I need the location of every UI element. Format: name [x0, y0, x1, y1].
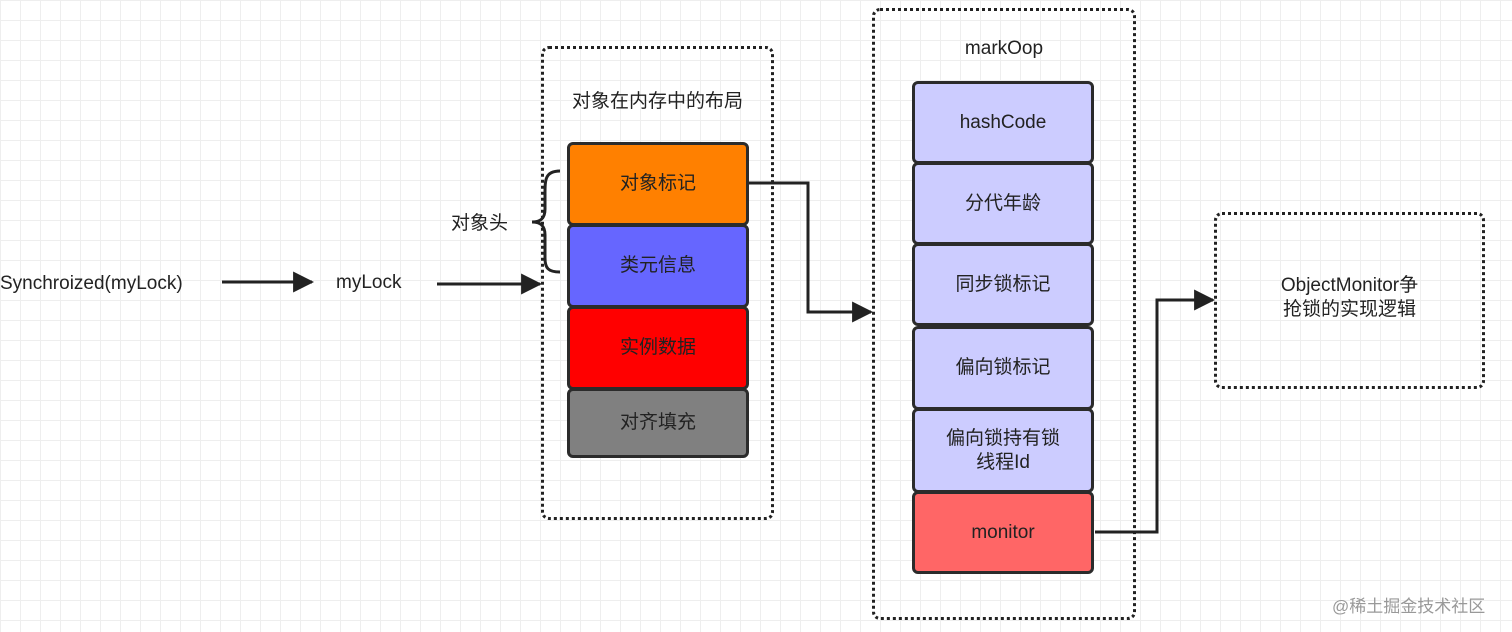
object-monitor-box [1214, 212, 1485, 389]
memory-layout-container [541, 46, 774, 520]
cell-instance-data-label: 实例数据 [619, 337, 696, 358]
cell-class-metadata: 类元信息 [567, 224, 749, 308]
arrow-markword-to-markoop [749, 181, 874, 323]
field-biased-lock-flag: 偏向锁标记 [912, 326, 1094, 410]
field-biased-thread-id: 偏向锁持有锁 线程Id [912, 408, 1094, 493]
field-biased-lock-flag-label: 偏向锁标记 [955, 357, 1051, 378]
cell-class-metadata-label: 类元信息 [619, 255, 696, 276]
cell-mark-word-label: 对象标记 [619, 173, 696, 194]
header-brace [531, 169, 561, 274]
field-hashcode-label: hashCode [959, 111, 1047, 133]
mylock-label: myLock [336, 272, 402, 293]
cell-mark-word: 对象标记 [567, 142, 749, 226]
field-monitor-label: monitor [971, 521, 1035, 543]
field-monitor: monitor [912, 491, 1094, 574]
markoop-title: markOop [964, 38, 1044, 59]
object-monitor-label: ObjectMonitor争 抢锁的实现逻辑 [1280, 275, 1419, 320]
field-gc-age-label: 分代年龄 [964, 192, 1041, 214]
cell-instance-data: 实例数据 [567, 306, 749, 390]
cell-padding-label: 对齐填充 [619, 412, 696, 433]
markoop-container [872, 8, 1136, 620]
field-hashcode: hashCode [912, 81, 1094, 164]
arrow-monitor-to-objectmonitor [1095, 289, 1216, 534]
field-gc-age: 分代年龄 [912, 162, 1094, 245]
field-sync-lock-flag-label: 同步锁标记 [955, 273, 1051, 295]
cell-padding: 对齐填充 [567, 388, 749, 458]
object-header-label: 对象头 [451, 213, 509, 234]
synchronized-label: Synchroized(myLock) [0, 273, 183, 294]
memory-layout-title: 对象在内存中的布局 [571, 91, 743, 112]
field-sync-lock-flag: 同步锁标记 [912, 243, 1094, 326]
field-biased-thread-id-label: 偏向锁持有锁 线程Id [945, 427, 1060, 473]
watermark: @稀土掘金技术社区 [1332, 597, 1486, 616]
